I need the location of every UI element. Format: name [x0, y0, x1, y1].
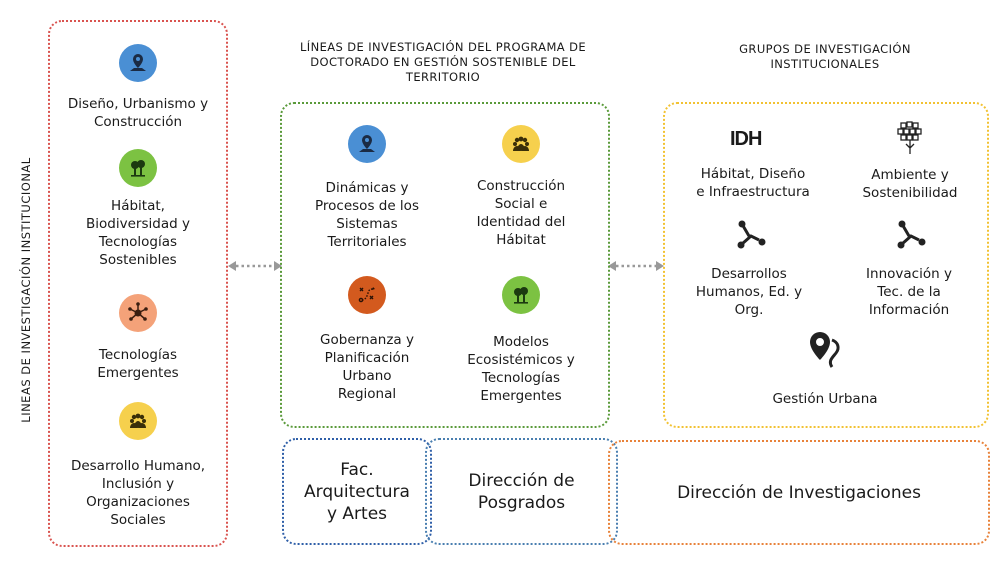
center-item-3-icon-circle: [348, 276, 386, 314]
idh-logo-icon: IDH: [730, 126, 774, 152]
fac-arquitectura-box: [282, 438, 432, 545]
left-item-3-label: Tecnologías Emergentes: [97, 347, 179, 381]
left-item-4-label: Desarrollo Humano, Inclusión y Organizac…: [70, 458, 206, 528]
trees-icon: [131, 160, 145, 177]
center-item-3-label: Gobernanza y Planificación Urbano Region…: [320, 332, 414, 402]
center-item-4-icon-circle: [502, 276, 540, 314]
tree-circuit-icon: [897, 121, 922, 154]
left-item-1-icon-circle: [119, 44, 157, 82]
map-pin-icon: [130, 54, 146, 71]
right-panel: [663, 102, 989, 428]
network-icon: [128, 302, 148, 321]
left-panel: [48, 20, 228, 547]
center-item-1-label: Dinámicas y Procesos de los Sistemas Ter…: [315, 180, 419, 250]
right-group-3-label: Desarrollos Humanos, Ed. y Org.: [695, 266, 803, 318]
right-group-2-label: Ambiente y Sostenibilidad: [862, 167, 958, 201]
route-icon: [897, 220, 926, 249]
right-group-5-label: Gestión Urbana: [772, 391, 878, 407]
center-item-1-icon-circle: [348, 125, 386, 163]
left-item-3-icon-circle: [119, 294, 157, 332]
right-group-1-label: Hábitat, Diseño e Infraestructura: [696, 166, 810, 200]
direccion-investigaciones-label: Dirección de Investigaciones: [677, 483, 921, 503]
left-item-1-label: Diseño, Urbanismo y Construcción: [67, 96, 209, 130]
left-item-2-label: Hábitat, Biodiversidad y Tecnologías Sos…: [86, 198, 190, 268]
strategy-icon: [358, 287, 375, 303]
people-icon: [130, 413, 146, 428]
left-center-connector: [228, 261, 282, 271]
right-panel-title: GRUPOS DE INVESTIGACIÓN INSTITUCIONALES: [739, 42, 911, 71]
people-icon: [513, 136, 529, 151]
left-panel-title: LINEAS DE INVESTIGACIÓN INSTITUCIONAL: [19, 157, 33, 423]
direccion-investigaciones-box: [608, 440, 990, 545]
center-panel: [280, 102, 610, 428]
center-item-4-label: Modelos Ecosistémicos y Tecnologías Emer…: [467, 334, 575, 404]
location-road-icon: [810, 332, 840, 368]
map-pin-icon: [359, 135, 375, 152]
right-group-4-label: Innovación y Tec. de la Información: [866, 266, 952, 318]
left-item-2-icon-circle: [119, 149, 157, 187]
idh-logo-text: IDH: [730, 128, 762, 150]
direccion-posgrados-box: [425, 438, 618, 545]
left-item-4-icon-circle: [119, 402, 157, 440]
route-icon: [737, 220, 766, 249]
center-panel-title: LÍNEAS DE INVESTIGACIÓN DEL PROGRAMA DE …: [299, 40, 587, 84]
trees-icon: [514, 287, 528, 304]
fac-arquitectura-label: Fac. Arquitectura y Artes: [304, 460, 410, 524]
center-item-2-label: Construcción Social e Identidad del Hábi…: [476, 178, 566, 248]
center-right-connector: [608, 261, 664, 271]
direccion-posgrados-label: Dirección de Posgrados: [468, 471, 575, 513]
center-item-2-icon-circle: [502, 125, 540, 163]
